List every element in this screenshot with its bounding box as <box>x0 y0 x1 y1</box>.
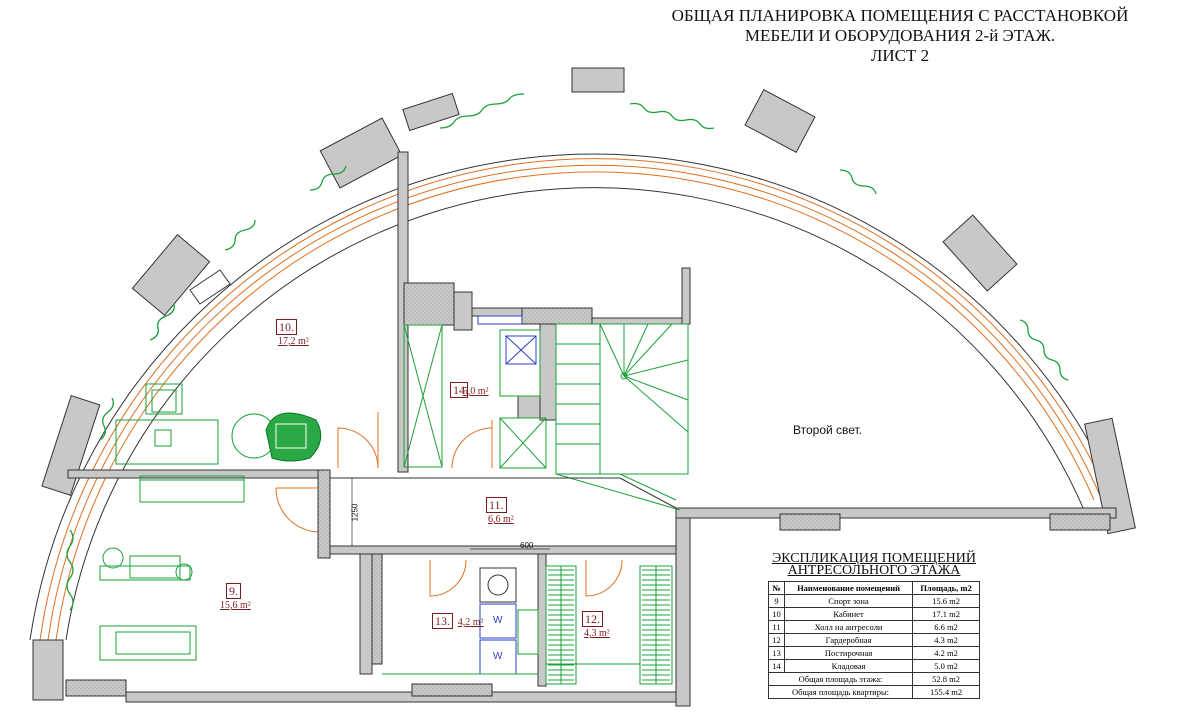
window-arcs <box>39 158 1111 641</box>
cell-area: 15.6 m2 <box>912 594 980 608</box>
explication-title-line-1: ЭКСПЛИКАЦИЯ ПОМЕЩЕНИЙ <box>771 551 977 566</box>
cell-number: 9 <box>767 594 786 608</box>
cell-name: Кабинет <box>784 607 914 621</box>
room-number: 11. <box>486 497 507 513</box>
table-row: 11 Холл на антресоли 6.6 m2 <box>767 620 980 634</box>
cell-area: 4.2 m2 <box>912 646 980 660</box>
explication-table: № Наименование помещений Площадь, m2 9 С… <box>767 581 980 699</box>
dimension-1250: 1250 <box>350 503 360 522</box>
staircase <box>555 323 689 511</box>
office-furniture <box>115 269 322 465</box>
room-tag-13: 13. 4,2 m² <box>432 613 484 629</box>
header-name: Наименование помещений <box>784 581 914 595</box>
header-area: Площадь, m2 <box>912 581 980 595</box>
cell-area: 5.0 m2 <box>912 659 980 673</box>
room-number: 13. <box>432 613 453 629</box>
room-tag-9: 9. 15,6 m² <box>220 583 251 611</box>
header-number: № <box>767 581 786 595</box>
hall-outline <box>330 477 677 509</box>
table-header-row: № Наименование помещений Площадь, m2 <box>767 581 980 595</box>
explication-title: ЭКСПЛИКАЦИЯ ПОМЕЩЕНИЙ АНТРЕСОЛЬНОГО ЭТАЖ… <box>768 551 980 578</box>
storage-shelves <box>403 324 547 469</box>
table-row: 10 Кабинет 17.1 m2 <box>767 607 980 621</box>
total-apartment-label: Общая площадь квартиры: <box>767 685 914 699</box>
cell-number: 13 <box>767 646 786 660</box>
cell-area: 6.6 m2 <box>912 620 980 634</box>
room-area: 4,3 m² <box>584 628 610 639</box>
total-floor-row: Общая площадь этажа: 52.8 m2 <box>767 672 980 686</box>
cell-name: Гардеробная <box>784 633 914 647</box>
table-row: 12 Гардеробная 4.3 m2 <box>767 633 980 647</box>
wall-piers <box>32 67 1136 701</box>
sport-equipment <box>99 475 245 661</box>
cell-name: Холл на антресоли <box>784 620 914 634</box>
explication-table-block: ЭКСПЛИКАЦИЯ ПОМЕЩЕНИЙ АНТРЕСОЛЬНОГО ЭТАЖ… <box>767 551 980 699</box>
title-line-3: ЛИСТ 2 <box>870 46 930 65</box>
room-area: 17,2 m² <box>278 336 309 347</box>
cell-number: 12 <box>767 633 786 647</box>
cell-number: 10 <box>767 607 786 621</box>
table-row: 9 Спорт зона 15.6 m2 <box>767 594 980 608</box>
cell-area: 17.1 m2 <box>912 607 980 621</box>
sheet-title: ОБЩАЯ ПЛАНИРОВКА ПОМЕЩЕНИЯ С РАССТАНОВКО… <box>600 6 1200 66</box>
room-tag-10: 10. 17,2 m² <box>276 319 309 347</box>
room-tag-14: 14 5,0 m² <box>450 382 489 398</box>
room-number: 14 <box>450 382 468 398</box>
doors <box>275 412 623 597</box>
curtains <box>66 93 1069 611</box>
washer-mark-2: W <box>493 651 503 662</box>
room-area: 4,2 m² <box>457 617 484 628</box>
cell-area: 4.3 m2 <box>912 633 980 647</box>
ventilation-shaft <box>477 315 537 365</box>
wardrobe-racks <box>517 565 673 685</box>
explication-title-line-2: АНТРЕСОЛЬНОГО ЭТАЖА <box>787 563 961 578</box>
room-number: 10. <box>276 319 297 335</box>
dimension-600: 600 <box>520 541 534 550</box>
washer-mark-1: W <box>493 615 503 626</box>
total-floor-label: Общая площадь этажа: <box>767 672 914 686</box>
second-light-label: Второй свет. <box>793 423 863 437</box>
room-tag-12: 12. 4,3 m² <box>582 611 610 639</box>
outer-wall <box>29 153 1121 641</box>
cell-name: Спорт зона <box>784 594 914 608</box>
dimension-lines <box>351 478 550 550</box>
room-area: 5,0 m² <box>462 386 489 397</box>
interior-walls <box>65 151 1117 707</box>
room-tag-11: 11. 6,6 m² <box>486 497 514 525</box>
room-area: 6,6 m² <box>488 514 514 525</box>
room-number: 12. <box>582 611 603 627</box>
table-row: 14 Кладовая 5.0 m2 <box>767 659 980 673</box>
cell-name: Постирочная <box>784 646 914 660</box>
room-area: 15,6 m² <box>220 600 251 611</box>
laundry-appliances <box>382 567 538 675</box>
title-line-1: ОБЩАЯ ПЛАНИРОВКА ПОМЕЩЕНИЯ С РАССТАНОВКО… <box>671 6 1129 25</box>
title-line-2: МЕБЕЛИ И ОБОРУДОВАНИЯ 2-й ЭТАЖ. <box>744 26 1056 45</box>
cell-number: 11 <box>767 620 786 634</box>
cell-name: Кладовая <box>784 659 914 673</box>
room-number: 9. <box>226 583 241 599</box>
total-apartment-row: Общая площадь квартиры: 155.4 m2 <box>767 685 980 699</box>
table-row: 13 Постирочная 4.2 m2 <box>767 646 980 660</box>
total-apartment-value: 155.4 m2 <box>912 685 980 699</box>
total-floor-value: 52.8 m2 <box>912 672 980 686</box>
cell-number: 14 <box>767 659 786 673</box>
